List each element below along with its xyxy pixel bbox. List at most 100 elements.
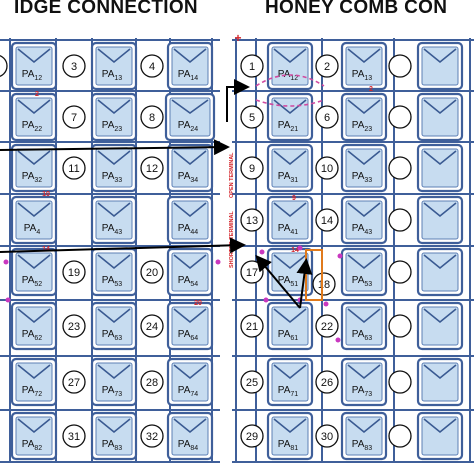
panel-chevron xyxy=(423,254,457,270)
panel-cell xyxy=(171,148,209,188)
pv-panel: PA84 xyxy=(166,411,214,461)
panel-chevron xyxy=(17,308,51,324)
panel-chevron xyxy=(17,99,51,115)
panel-cell xyxy=(171,252,209,292)
junction-node xyxy=(388,208,412,232)
node-number: 29 xyxy=(246,431,258,443)
panel-cell xyxy=(95,200,133,240)
panel-chevron xyxy=(97,364,131,380)
panel-cell xyxy=(171,200,209,240)
wire-number: 2 xyxy=(35,91,39,98)
junction-node xyxy=(62,370,86,394)
wire-number: 9 xyxy=(292,195,296,202)
panel-chevron xyxy=(173,150,207,166)
node-number: 23 xyxy=(68,321,80,333)
pv-panel: PA73 xyxy=(340,357,388,407)
node-number: 12 xyxy=(146,163,158,175)
panel-cell xyxy=(95,252,133,292)
panel-cell xyxy=(271,362,309,402)
panel-cell xyxy=(15,416,53,456)
open-terminal-arrow xyxy=(0,139,230,156)
panel-cell xyxy=(345,46,383,86)
open-terminal-label: OPEN TERMINAL xyxy=(229,152,235,198)
panel-chevron xyxy=(17,254,51,270)
panel-cell xyxy=(345,306,383,346)
panel-chevron xyxy=(273,418,307,434)
junction-node xyxy=(388,156,412,180)
marker-dot xyxy=(263,297,269,303)
pv-panel: PA4 xyxy=(10,195,58,245)
pv-panel: PA33 xyxy=(90,143,138,193)
panel-chevron xyxy=(423,202,457,218)
node-number: 28 xyxy=(146,377,158,389)
panel-chevron xyxy=(173,308,207,324)
junction-node xyxy=(240,156,264,180)
pv-panel: PA63 xyxy=(340,301,388,351)
pv-panel: PA24 xyxy=(164,92,216,142)
node-number: 27 xyxy=(68,377,80,389)
wire-number: 10 xyxy=(42,191,50,198)
panel-cell xyxy=(171,306,209,346)
node-number: 8 xyxy=(149,112,155,124)
pv-panel: PA43 xyxy=(340,195,388,245)
panel-chevron xyxy=(273,150,307,166)
panel-cell xyxy=(345,200,383,240)
panel-chevron xyxy=(17,48,51,64)
pv-panel: PA12 xyxy=(10,41,58,91)
pv-panel: PA63 xyxy=(90,301,138,351)
marker-dot xyxy=(337,253,343,259)
panel-cell xyxy=(95,416,133,456)
junction-node xyxy=(240,314,264,338)
node-number: 6 xyxy=(324,112,330,124)
panel-cell xyxy=(421,416,459,456)
pv-panel: PA53 xyxy=(340,247,388,297)
pv-panel: PA44 xyxy=(166,195,214,245)
node-number: 30 xyxy=(321,431,333,443)
node-number: 32 xyxy=(146,431,158,443)
wire-number: 2 xyxy=(369,86,373,93)
panel-cell xyxy=(345,252,383,292)
pv-panel xyxy=(416,247,464,297)
shorted-terminal-arrow xyxy=(0,237,246,254)
pv-panel: PA34 xyxy=(166,143,214,193)
pv-panel: PA41 xyxy=(266,195,314,245)
shorted-terminal-arrow xyxy=(255,254,301,309)
panel-chevron xyxy=(173,254,207,270)
junction-node xyxy=(140,370,164,394)
panel-cell xyxy=(15,46,53,86)
junction-node xyxy=(62,424,86,448)
node-number: 17 xyxy=(246,267,258,279)
node-number: 31 xyxy=(68,431,80,443)
panel-chevron xyxy=(347,99,381,115)
panel-cell xyxy=(421,306,459,346)
panel-cell xyxy=(345,416,383,456)
junction-node xyxy=(140,105,164,129)
pv-panel: PA23 xyxy=(340,92,388,142)
pv-panel: PA12 xyxy=(266,41,314,91)
junction-node xyxy=(388,260,412,284)
node-number: 26 xyxy=(321,377,333,389)
panel-chevron xyxy=(173,418,207,434)
panel-chevron xyxy=(423,308,457,324)
panel-chevron xyxy=(273,308,307,324)
node-number: 7 xyxy=(71,112,77,124)
marker-dot xyxy=(323,301,329,307)
node-number: 9 xyxy=(249,163,255,175)
panel-chevron xyxy=(273,99,307,115)
panel-chevron xyxy=(273,364,307,380)
pv-panel: PA53 xyxy=(90,247,138,297)
pv-panel: PA71 xyxy=(266,357,314,407)
panel-label: PA4 xyxy=(24,223,41,236)
junction-node xyxy=(240,54,264,78)
panel-chevron xyxy=(347,364,381,380)
panel-cell xyxy=(345,148,383,188)
panel-cell xyxy=(421,148,459,188)
panel-chevron xyxy=(347,254,381,270)
panel-cell xyxy=(271,148,309,188)
panel-cell xyxy=(345,97,383,137)
panel-chevron xyxy=(423,364,457,380)
panel-cell xyxy=(95,306,133,346)
pv-panel: PA23 xyxy=(90,92,138,142)
node-number: 5 xyxy=(249,112,255,124)
panel-cell xyxy=(95,97,133,137)
